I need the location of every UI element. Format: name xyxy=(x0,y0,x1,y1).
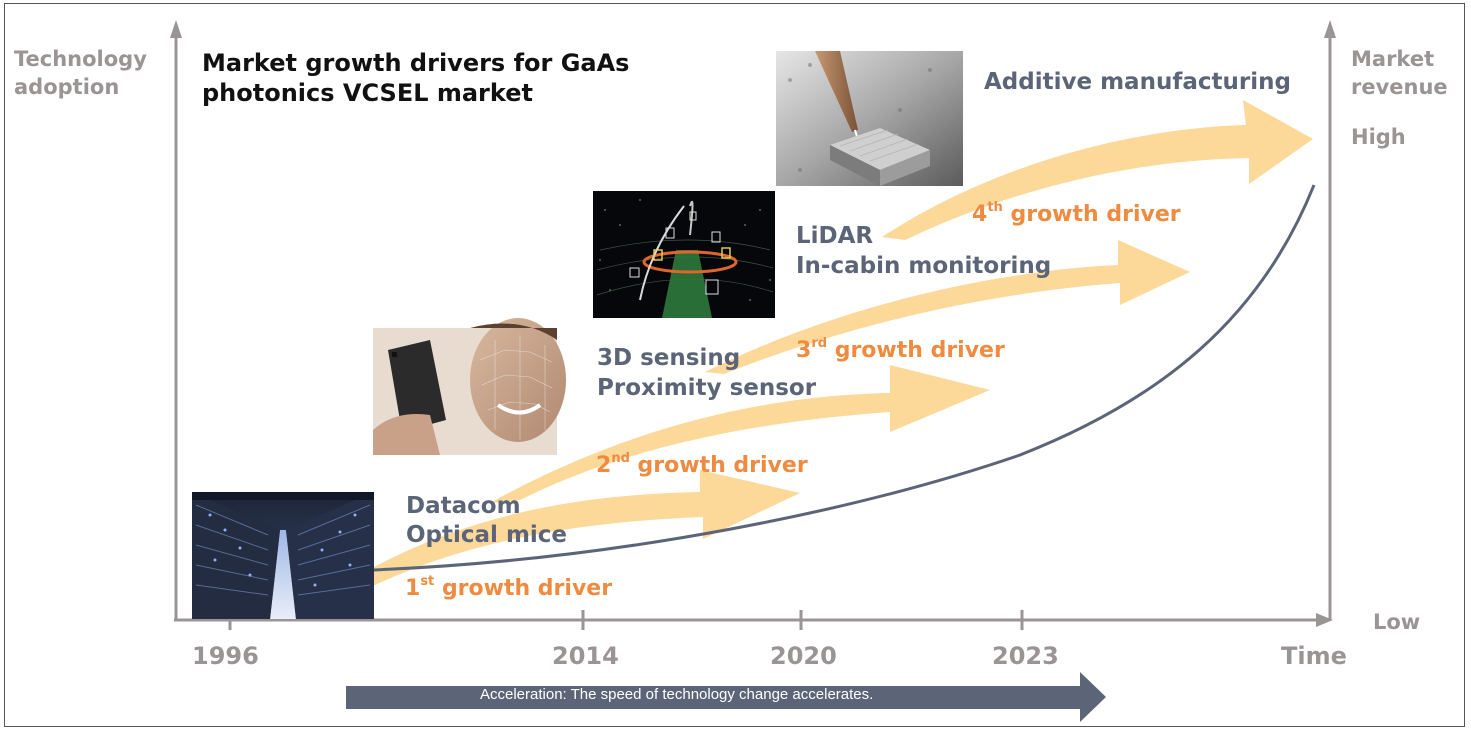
application-proximity-sensor: Proximity sensor xyxy=(597,375,817,401)
acceleration-arrow xyxy=(346,672,1106,722)
y-axis-right-arrowhead xyxy=(1324,20,1336,38)
x-axis-label-time: Time xyxy=(1281,642,1347,670)
application-datacom: Datacom xyxy=(406,493,521,519)
additive-manufacturing-photo xyxy=(776,51,963,186)
y-axis-right-high: High xyxy=(1351,125,1406,149)
lidar-photo xyxy=(593,191,775,318)
growth-driver-arrow-3 xyxy=(705,240,1190,374)
diagram-title-line2: photonics VCSEL market xyxy=(202,79,533,107)
application-in-cabin-monitoring: In-cabin monitoring xyxy=(796,253,1052,279)
x-axis-arrowhead xyxy=(1316,613,1333,627)
x-axis-year-1996: 1996 xyxy=(192,642,259,670)
y-axis-right-label-line2: revenue xyxy=(1351,75,1448,99)
diagram-title-line1: Market growth drivers for GaAs xyxy=(202,49,630,77)
growth-driver-label-1: 1st growth driver xyxy=(405,574,613,601)
x-axis-year-2020: 2020 xyxy=(770,642,837,670)
x-axis-year-2014: 2014 xyxy=(552,642,619,670)
application-lidar: LiDAR xyxy=(796,223,874,249)
figure-frame xyxy=(4,3,1465,727)
market-revenue-curve xyxy=(371,184,1316,572)
y-axis-left-label-line1: Technology xyxy=(14,47,147,71)
growth-driver-label-2: 2nd growth driver xyxy=(596,451,808,478)
face-recognition-photo xyxy=(373,318,566,455)
y-axis-left-arrowhead xyxy=(170,20,182,38)
x-axis-year-2023: 2023 xyxy=(992,642,1059,670)
y-axis-right-label-line1: Market xyxy=(1351,47,1435,71)
application-optical-mice: Optical mice xyxy=(406,522,568,548)
datacenter-photo xyxy=(192,492,374,619)
y-axis-right-low: Low xyxy=(1373,610,1421,634)
acceleration-label: Acceleration: The speed of technology ch… xyxy=(480,686,874,703)
y-axis-left-label-line2: adoption xyxy=(14,75,120,99)
growth-driver-arrow-4 xyxy=(882,100,1313,240)
application-3d-sensing: 3D sensing xyxy=(597,345,741,371)
growth-driver-label-3: 3rd growth driver xyxy=(796,336,1005,363)
growth-driver-arrow-2 xyxy=(490,365,990,503)
application-additive-manufacturing: Additive manufacturing xyxy=(984,69,1291,95)
growth-driver-arrow-1 xyxy=(318,470,800,600)
growth-driver-label-4: 4th growth driver xyxy=(972,200,1181,227)
